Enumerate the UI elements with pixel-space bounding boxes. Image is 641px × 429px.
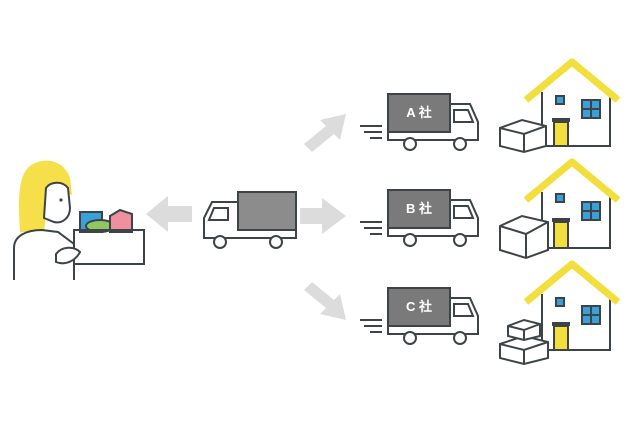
house-c [523,260,621,351]
truck-b-window [453,205,475,219]
person-with-goods [13,160,145,280]
house-a-roof [523,58,621,103]
arrow-left-icon [146,196,192,232]
truck-c-label: C 社 [406,299,432,314]
person-face [42,181,72,224]
center-truck [203,191,297,249]
house-c-door [553,325,569,351]
parcel-a [499,118,547,154]
house-c-roof [523,260,621,305]
parcel-c [499,318,549,366]
house-c-small-window [555,297,565,307]
truck-a-window [453,109,475,123]
house-a-small-window [555,95,565,105]
house-b-small-window [555,193,565,203]
house-b-door [553,221,569,249]
truck-c-window [453,303,475,317]
house-a-door [553,121,569,147]
truck-c-cargo [387,287,451,327]
goods-box [73,229,145,265]
truck-a: A 社 [360,93,479,151]
truck-c: C 社 [360,287,479,345]
house-a [523,58,621,147]
house-b [523,158,621,249]
arrow-up-right-icon [304,114,346,152]
center-truck-wheel-rear [269,235,283,249]
truck-a-label: A 社 [406,105,432,120]
parcel-b [499,214,549,260]
arrow-right-icon [300,198,346,234]
house-b-roof [523,158,621,203]
center-truck-window [207,207,229,221]
person-body [13,228,75,280]
center-truck-wheel-front [213,235,227,249]
arrow-down-right-icon [304,282,346,320]
goods-pink-item [109,208,133,233]
person-eye [59,198,63,202]
truck-b: B 社 [360,189,479,247]
center-truck-cargo [237,191,297,231]
person-hand [55,246,82,265]
truck-b-label: B 社 [406,201,432,216]
truck-b-cargo [387,189,451,229]
